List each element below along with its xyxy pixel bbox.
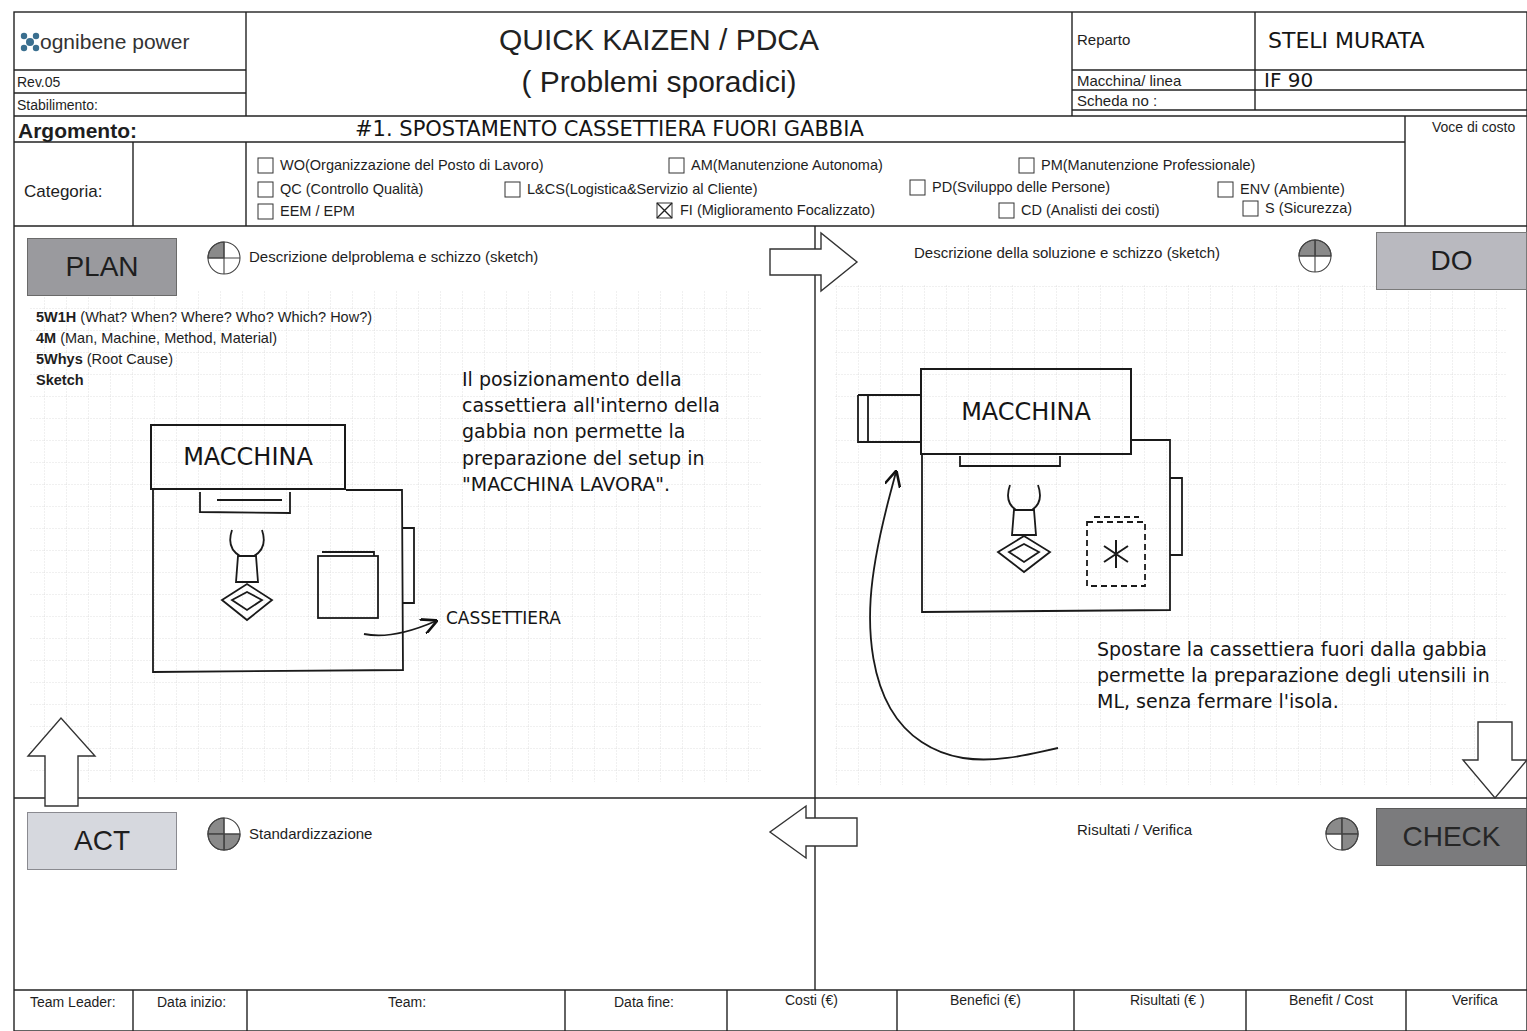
footer-field: Risultati (€ ) — [1130, 992, 1205, 1009]
grid-ground — [835, 285, 1507, 785]
section-heading: Descrizione della soluzione e schizzo (s… — [914, 244, 1220, 262]
section-heading: Descrizione delproblema e schizzo (sketc… — [249, 248, 538, 266]
category-option: WO(Organizzazione del Posto di Lavoro) — [280, 157, 544, 174]
category-option: S (Sicurezza) — [1265, 200, 1352, 217]
box-text: CHECK — [1402, 821, 1500, 853]
field-label: Macchina/ linea — [1077, 72, 1181, 90]
category-option: ENV (Ambiente) — [1240, 181, 1345, 198]
category-option: EEM / EPM — [280, 203, 355, 220]
machine-box: MACCHINA — [920, 368, 1132, 455]
footer-field: Benefici (€) — [950, 992, 1021, 1009]
machine-box: MACCHINA — [150, 424, 346, 490]
solution-note: Spostare la cassettiera fuori dalla gabb… — [1097, 636, 1493, 715]
method-hint: 5Whys (Root Cause) — [36, 351, 173, 368]
do-sketch — [858, 395, 1182, 612]
phase-box: ACT — [27, 812, 177, 870]
category-option: QC (Controllo Qualità) — [280, 181, 423, 198]
category-option: L&CS(Logistica&Servizio al Cliente) — [527, 181, 758, 198]
category-option: PM(Manutenzione Professionale) — [1041, 157, 1255, 174]
method-hint: Sketch — [36, 372, 84, 389]
revision-label: Rev.05 — [17, 74, 60, 91]
footer-field: Verifica — [1452, 992, 1498, 1009]
checkbox — [258, 158, 1258, 219]
category-option: CD (Analisti dei costi) — [1021, 202, 1160, 219]
problem-note: Il posizionamento della cassettiera all'… — [462, 366, 762, 497]
footer-field: Costi (€) — [785, 992, 838, 1009]
category-option: PD(Sviluppo delle Persone) — [932, 179, 1110, 196]
plant-label: Stabilimento: — [17, 97, 98, 114]
logo-icon — [21, 33, 39, 51]
footer-field: Team: — [388, 994, 426, 1011]
footer-field: Data fine: — [614, 994, 674, 1011]
cycle-arrow — [28, 233, 1527, 858]
box-text: MACCHINA — [961, 398, 1091, 426]
plan-sketch — [153, 490, 436, 672]
form-subtitle: ( Problemi sporadici) — [521, 64, 796, 100]
box-text: ACT — [74, 825, 130, 857]
category-option: FI (Miglioramento Focalizzato) — [680, 202, 875, 219]
form-frame — [14, 12, 1527, 1031]
footer-field: Team Leader: — [30, 994, 116, 1011]
callout-label: CASSETTIERA — [446, 608, 561, 628]
box-text: MACCHINA — [183, 443, 313, 471]
row-heading: Argomento: — [18, 118, 137, 143]
field-label: Scheda no : — [1077, 92, 1157, 110]
phase-box: PLAN — [27, 238, 177, 296]
check-mark — [657, 203, 672, 218]
method-hint: 4M (Man, Machine, Method, Material) — [36, 330, 277, 347]
topic-value: #1. SPOSTAMENTO CASSETTIERA FUORI GABBIA — [355, 117, 864, 142]
field-label: Reparto — [1077, 31, 1130, 49]
phase-box: CHECK — [1376, 808, 1527, 866]
footer-field: Benefit / Cost — [1289, 992, 1373, 1009]
box-text: DO — [1431, 245, 1473, 277]
grid-ground — [30, 290, 762, 782]
box-text: PLAN — [65, 251, 138, 283]
form-title: QUICK KAIZEN / PDCA — [499, 22, 819, 58]
section-heading: Standardizzazione — [249, 825, 372, 843]
field-label: Voce di costo — [1432, 119, 1515, 136]
category-option: AM(Manutenzione Autonoma) — [691, 157, 883, 174]
row-heading: Categoria: — [24, 182, 102, 202]
logo-text: ognibene power — [40, 29, 189, 54]
pdca-quadrant-icon — [208, 240, 1358, 850]
footer-field: Data inizio: — [157, 994, 226, 1011]
method-hint: 5W1H (What? When? Where? Who? Which? How… — [36, 309, 372, 326]
section-heading: Risultati / Verifica — [1077, 821, 1192, 839]
move-arrow — [870, 472, 1058, 760]
field-value: IF 90 — [1264, 68, 1313, 92]
field-value: STELI MURATA — [1268, 28, 1425, 54]
phase-box: DO — [1376, 232, 1527, 290]
